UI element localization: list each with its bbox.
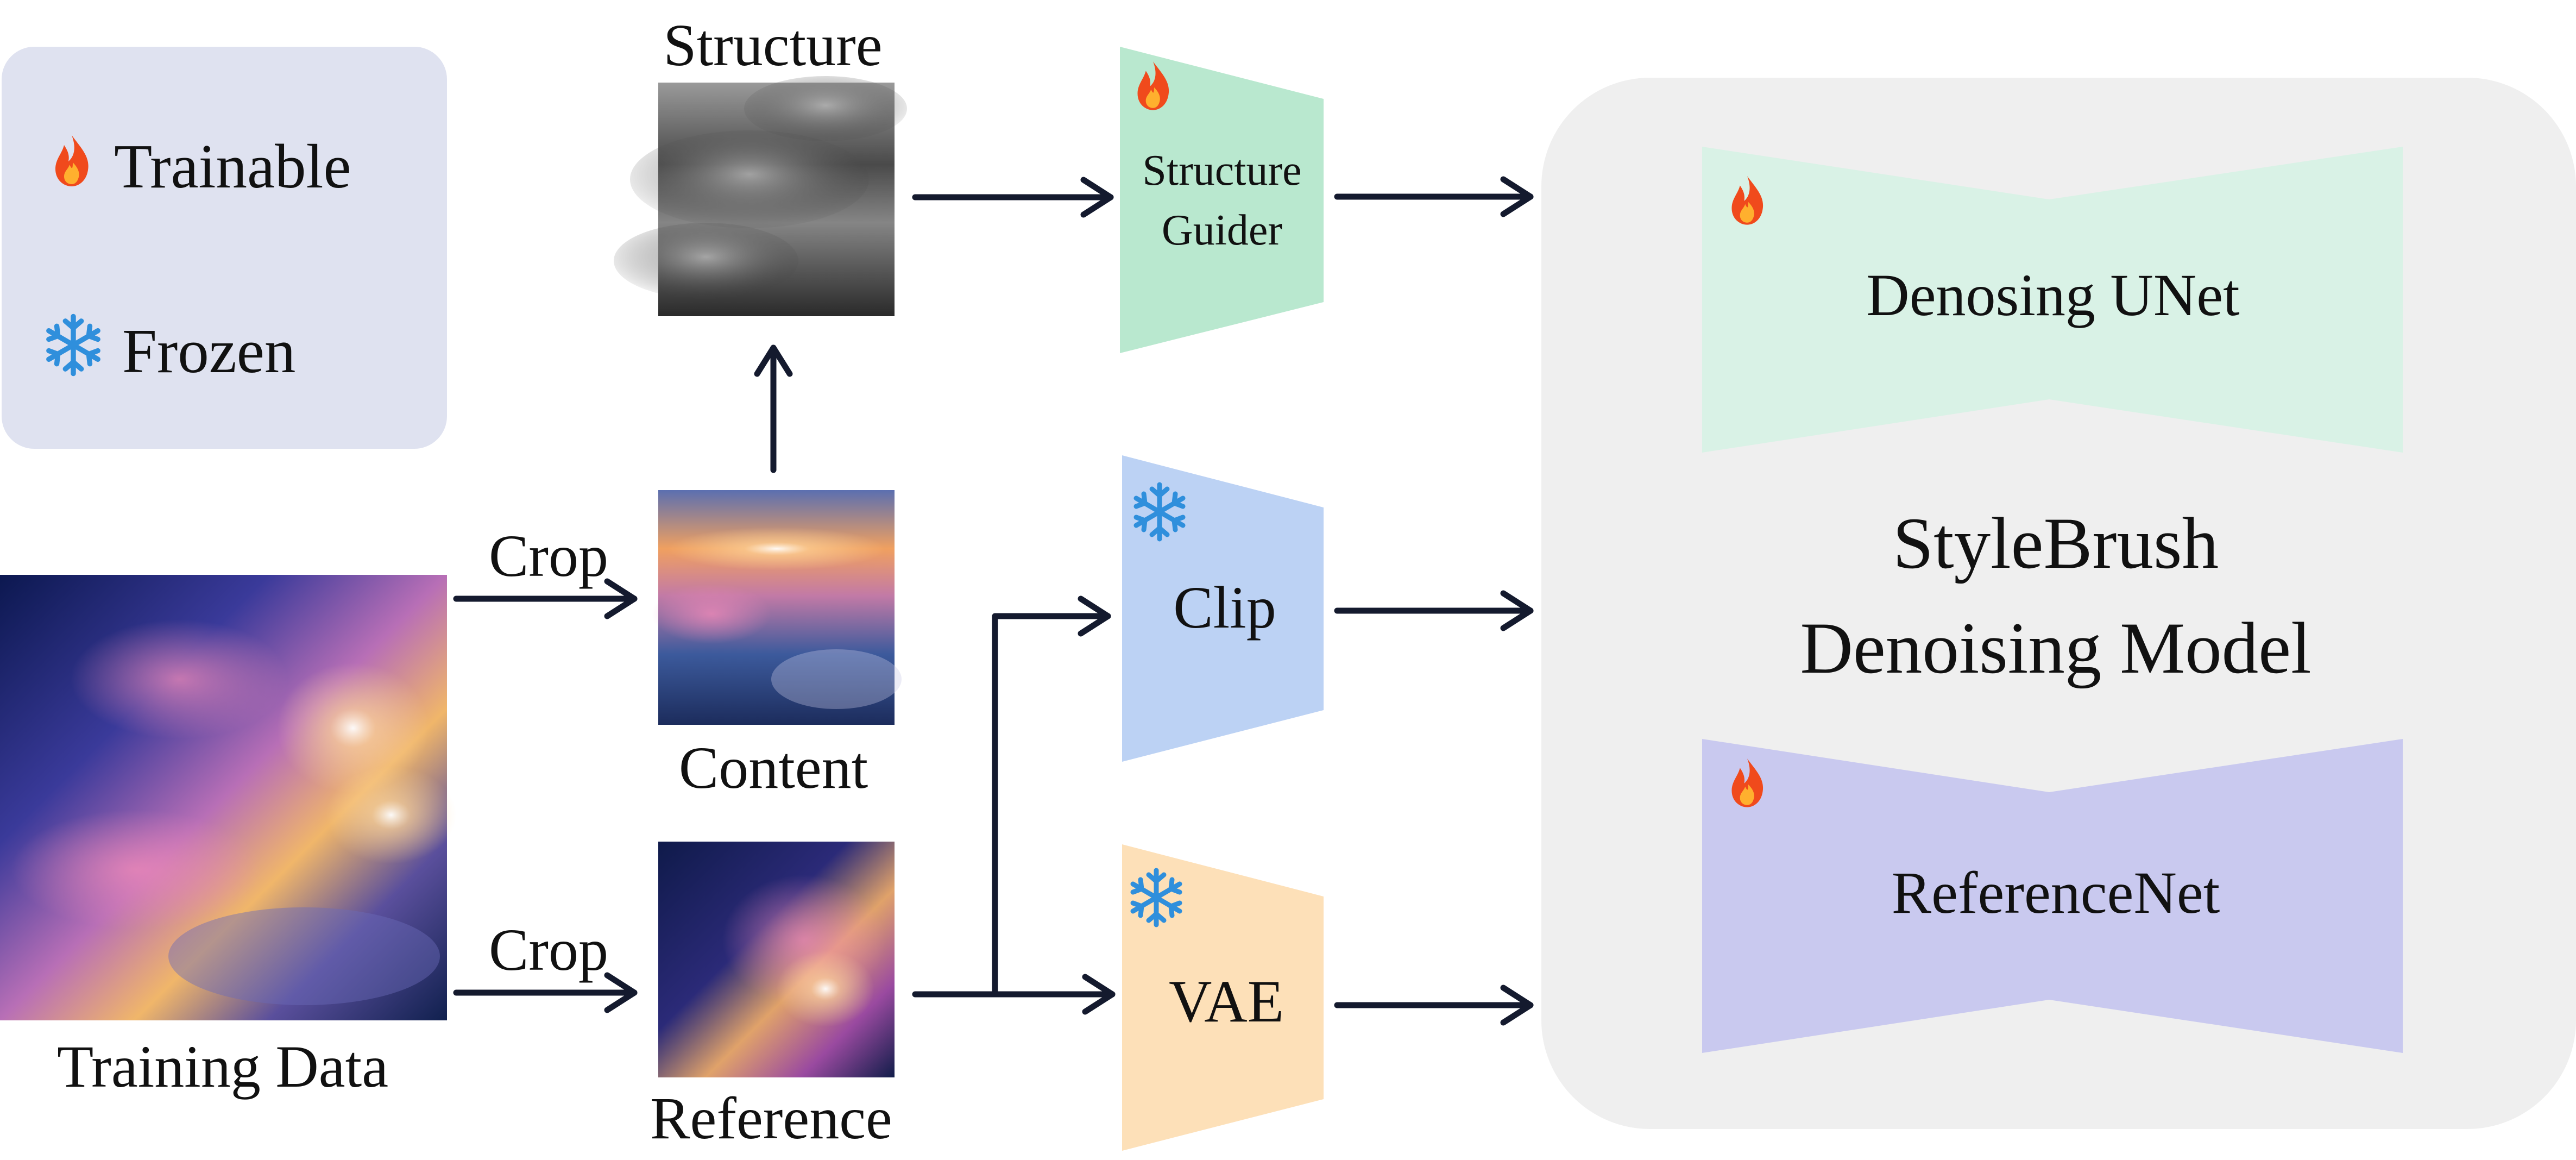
arrow-reference-to-clip-vae [912,595,1116,1015]
crop-label-top: Crop [489,523,608,589]
training-data-image [0,575,456,1020]
model-title-line2: Denoising Model [1800,608,2311,689]
content-image [652,490,902,725]
arrow-clip-to-model [1334,590,1534,631]
referencenet-label: ReferenceNet [1892,860,2220,926]
clip-label: Clip [1173,574,1276,641]
denoising-unet-block [1702,147,2403,453]
vae-label: VAE [1169,968,1284,1034]
legend-trainable-label: Trainable [114,132,351,201]
arrow-vae-to-model [1334,985,1534,1026]
training-data-label: Training Data [57,1033,388,1100]
legend-panel [2,47,447,449]
legend-frozen-label: Frozen [122,317,295,386]
structure-image [614,76,907,316]
crop-arrow-top [453,578,638,619]
arrow-structure-to-guider [912,177,1114,218]
model-title-line1: StyleBrush [1893,503,2219,584]
crop-arrow-bottom [453,972,638,1013]
structure-guider-label-line1: Structure [1142,147,1301,195]
vae-module [1122,844,1324,1151]
reference-image [658,842,895,1077]
structure-label: Structure [663,12,882,78]
clip-module [1122,455,1324,762]
reference-label: Reference [650,1085,892,1151]
structure-guider-label-line2: Guider [1162,206,1282,254]
referencenet-block [1702,739,2403,1053]
structure-guider-module [1120,47,1324,353]
denoising-unet-label: Denosing UNet [1866,262,2239,328]
content-label: Content [679,735,868,801]
arrow-content-to-structure [754,344,793,473]
crop-label-bottom: Crop [489,917,608,983]
arrow-guider-to-model [1334,176,1534,217]
